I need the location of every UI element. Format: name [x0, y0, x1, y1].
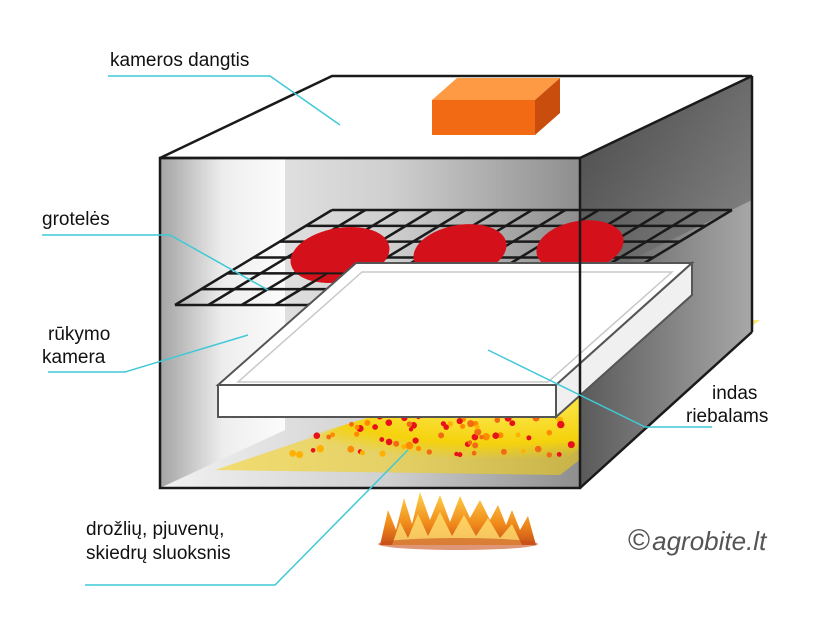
- ember-dot: [385, 419, 393, 427]
- ember-dot: [467, 440, 473, 445]
- ember-dot: [385, 438, 393, 446]
- ember-dot: [567, 441, 575, 449]
- ember-dot: [471, 450, 477, 456]
- ember-dot: [426, 449, 432, 455]
- ember-dot: [509, 420, 516, 427]
- ember-dot: [479, 435, 484, 440]
- label-grill: grotelės: [42, 209, 110, 230]
- label-chamber-line2: kamera: [42, 347, 106, 368]
- ember-dot: [393, 440, 400, 447]
- ember-dot: [347, 445, 355, 453]
- ember-dot: [405, 441, 414, 450]
- leader-lid: [108, 75, 341, 126]
- ember-dot: [467, 420, 475, 428]
- ember-dot: [438, 432, 445, 439]
- ember-dot: [316, 445, 324, 453]
- ember-dot: [521, 448, 526, 454]
- ember-dot: [354, 431, 360, 437]
- copyright-icon: ©: [628, 524, 651, 557]
- ember-dot: [330, 432, 335, 438]
- ember-dot: [379, 437, 385, 442]
- watermark: ©agrobite.lt: [628, 524, 766, 558]
- ember-dot: [500, 448, 507, 455]
- ember-dot: [412, 437, 419, 444]
- ember-dot: [372, 424, 378, 430]
- ember-dot: [497, 432, 504, 439]
- ember-dot: [349, 421, 354, 427]
- ember-dot: [472, 442, 479, 449]
- label-tray-line2: riebalams: [686, 406, 769, 427]
- ember-dot: [364, 419, 371, 426]
- ember-dot: [401, 444, 407, 449]
- ember-dot: [313, 432, 321, 440]
- watermark-text: agrobite.lt: [652, 526, 767, 556]
- ember-dot: [406, 421, 413, 428]
- ember-dot: [456, 418, 463, 425]
- grill-wire: [274, 272, 328, 306]
- ember-dot: [556, 452, 562, 457]
- leader-grill: [42, 234, 269, 291]
- ember-dot: [474, 424, 480, 430]
- ember-dot: [526, 435, 532, 441]
- ember-dot: [482, 433, 490, 441]
- ember-dot: [296, 451, 304, 459]
- label-chamber-line1: rūkymo: [48, 324, 111, 345]
- ember-dot: [515, 432, 521, 438]
- ember-dot: [440, 421, 446, 427]
- lid-handle: [432, 78, 560, 135]
- grill-wire: [174, 272, 228, 306]
- grill-wire: [207, 272, 262, 306]
- fire-flames: [378, 492, 538, 550]
- label-lid: kameros dangtis: [110, 50, 250, 71]
- ember-dot: [310, 448, 316, 453]
- leader-chamber: [48, 334, 249, 373]
- ember-dot: [471, 433, 479, 441]
- ember-dot: [447, 421, 453, 427]
- ember-dot: [359, 450, 366, 456]
- label-chips-line2: skiedrų sluoksnis: [86, 543, 231, 564]
- leader-tray: [487, 349, 712, 428]
- ember-dot: [546, 452, 552, 458]
- label-chips-line1: drožlių, pjuvenų,: [86, 519, 225, 540]
- ember-dot: [492, 432, 500, 440]
- grease-tray: [215, 260, 695, 420]
- right-side-shade: [580, 76, 752, 285]
- ember-dot: [354, 424, 360, 430]
- left-inner-wall: [160, 158, 285, 488]
- leader-chips: [85, 449, 409, 586]
- ember-dot: [546, 429, 553, 436]
- ember-dot: [379, 450, 386, 457]
- ember-dot: [326, 434, 332, 440]
- label-tray-line1: indas: [712, 383, 758, 404]
- leader-lines: [42, 75, 712, 586]
- ember-dot: [457, 452, 463, 458]
- ember-dot: [408, 427, 414, 432]
- ember-dot: [534, 445, 542, 453]
- ember-dot: [460, 423, 466, 429]
- ember-dot: [494, 417, 501, 423]
- ember-dot: [416, 445, 422, 452]
- ember-dot: [557, 420, 565, 429]
- ember-dot: [474, 428, 482, 436]
- ember-dot: [289, 450, 297, 457]
